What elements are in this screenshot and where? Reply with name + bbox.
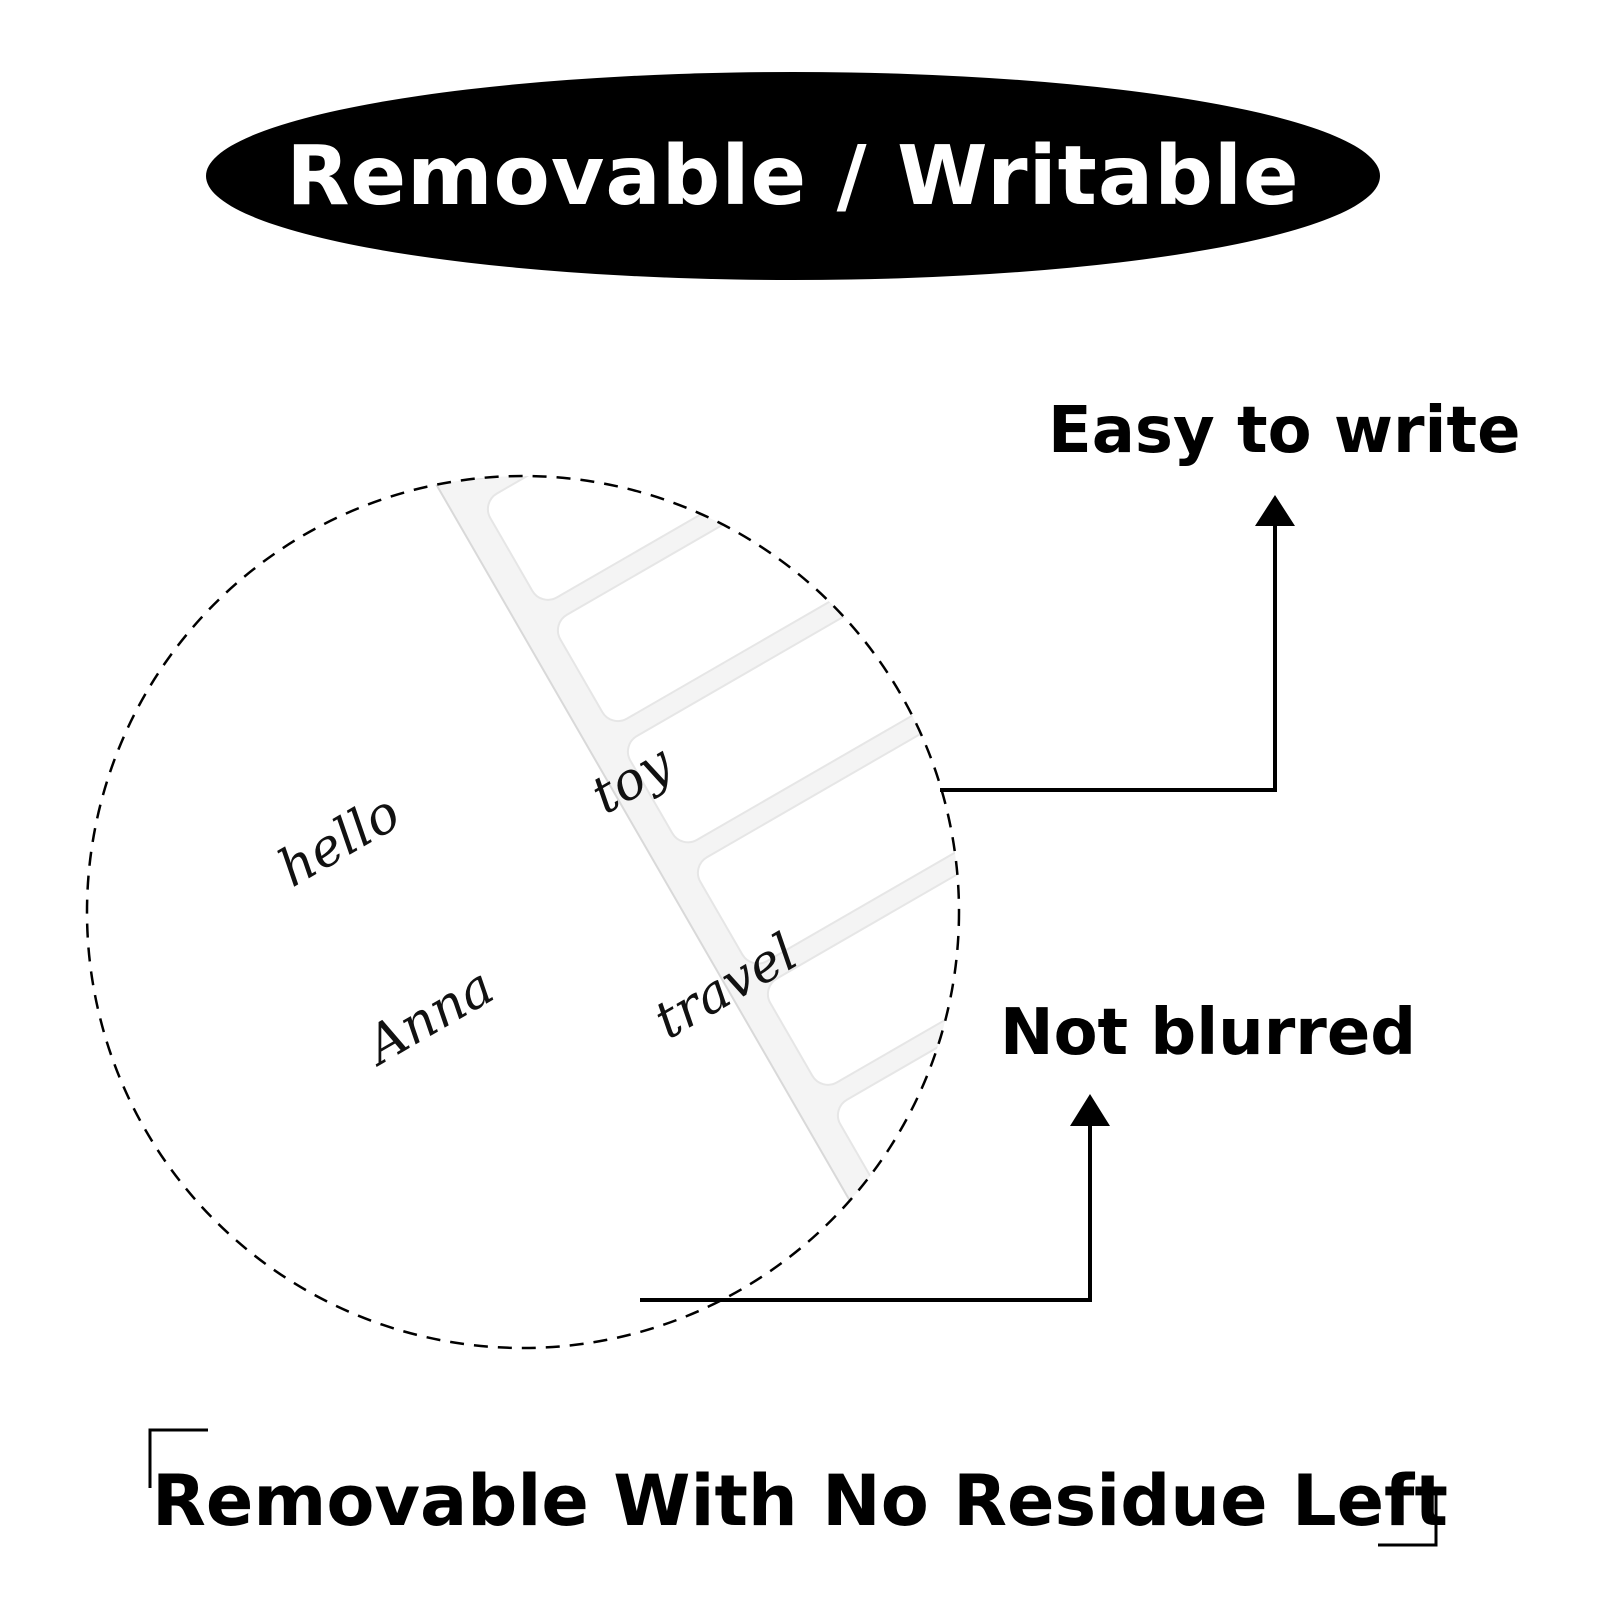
magnifier-circle: [85, 474, 961, 1350]
arrow-up-icon: [640, 1094, 1110, 1302]
label-text-hello: hello: [269, 783, 411, 899]
callout-easy-to-write: Easy to write: [1048, 394, 1521, 468]
banner-title: Removable / Writable: [286, 128, 1300, 224]
footer-caption: Removable With No Residue Left: [152, 1460, 1448, 1542]
arrow-up-icon: [940, 495, 1295, 792]
callout-not-blurred: Not blurred: [1000, 996, 1417, 1070]
corner-bracket-icon: [148, 1428, 1438, 1547]
title-banner: Removable / Writable: [206, 72, 1380, 280]
label-sheet: [293, 476, 959, 1348]
label-text-anna: Anna: [353, 957, 504, 1079]
